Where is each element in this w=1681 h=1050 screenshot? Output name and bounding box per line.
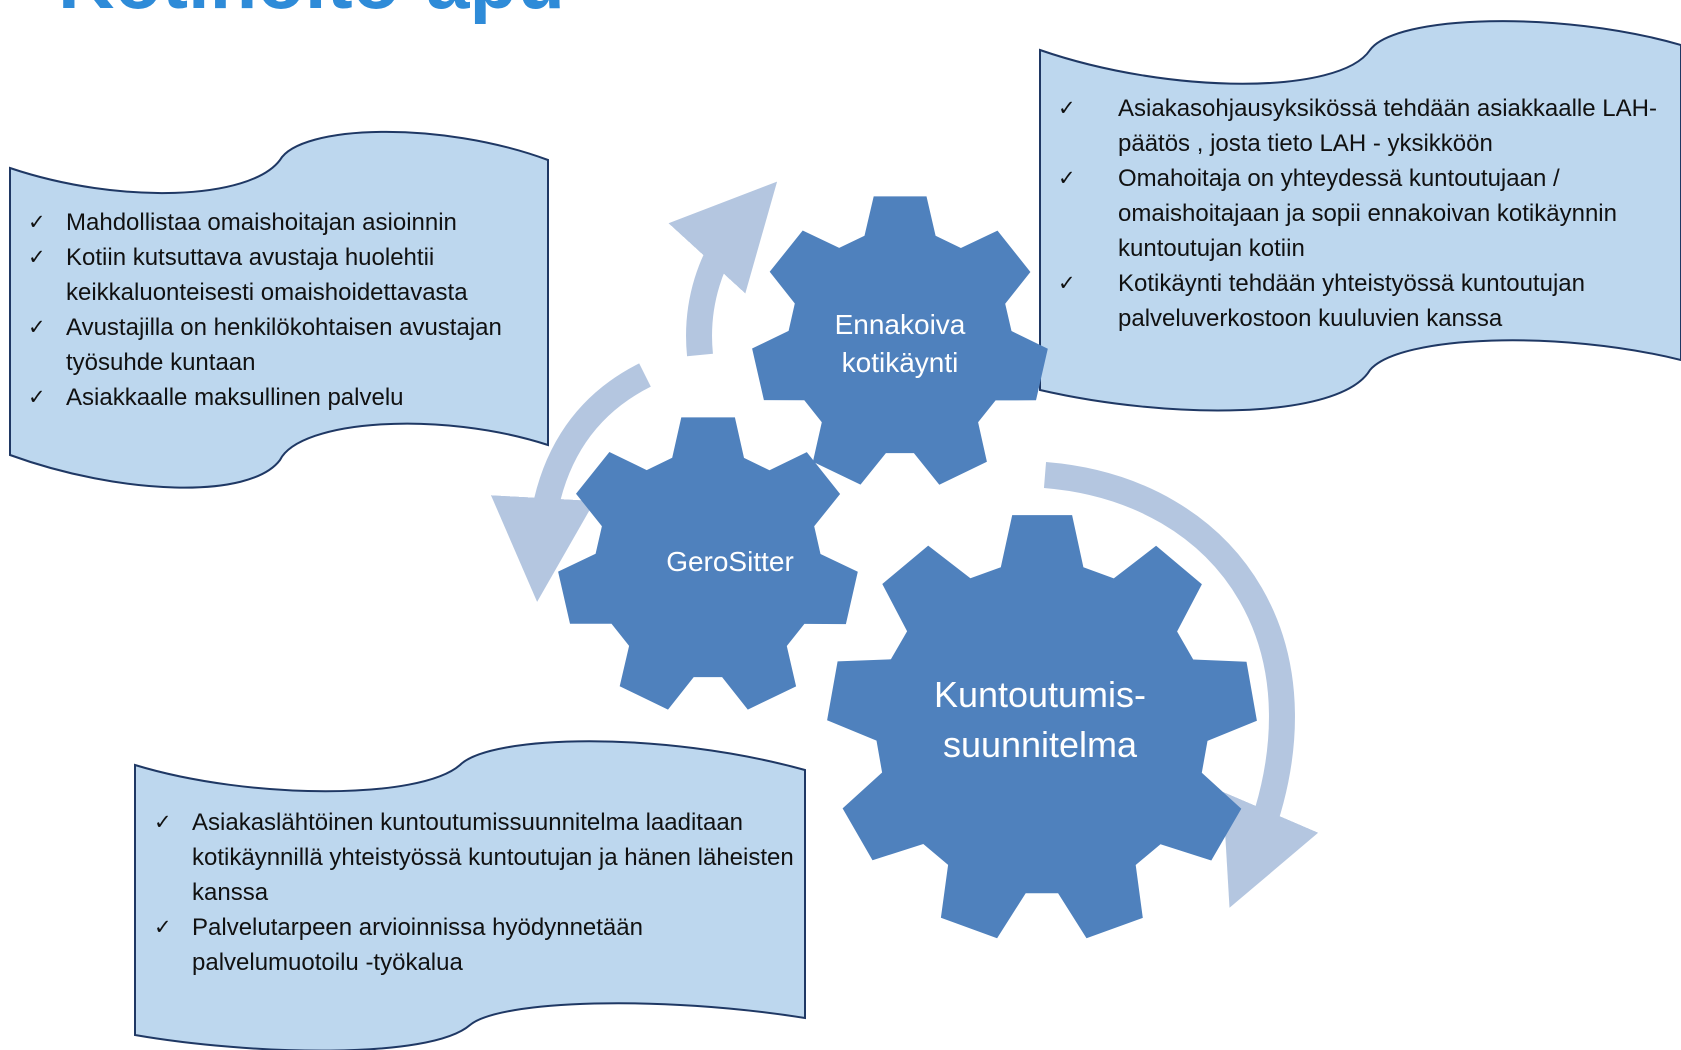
- note-bottom: ✓Asiakaslähtöinen kuntoutumissuunnitelma…: [154, 805, 794, 980]
- note-item: ✓Asiakkaalle maksullinen palvelu: [28, 380, 548, 415]
- cycle-arrow-left: [490, 363, 651, 602]
- check-icon: ✓: [1058, 166, 1076, 190]
- check-icon: ✓: [28, 210, 46, 234]
- check-icon: ✓: [1058, 96, 1076, 120]
- page-title: Kotihoito-apu: [58, 0, 565, 20]
- gear-label-kuntoutumis: Kuntoutumis- suunnitelma: [933, 674, 1147, 765]
- gear-ennakoiva: [752, 196, 1048, 485]
- gear-gerositter: [558, 417, 858, 710]
- scroll-banner-left: [9, 130, 549, 489]
- note-item: ✓Omahoitaja on yhteydessä kuntoutujaan /…: [1058, 161, 1658, 266]
- gear-label-gerositter: GeroSitter: [666, 546, 794, 577]
- check-icon: ✓: [154, 810, 172, 834]
- note-item: ✓Mahdollistaa omaishoitajan asioinnin: [28, 205, 548, 240]
- note-item: ✓Asiakaslähtöinen kuntoutumissuunnitelma…: [154, 805, 794, 910]
- note-item: ✓Kotiin kutsuttava avustaja huolehtii ke…: [28, 240, 548, 310]
- check-icon: ✓: [28, 245, 46, 269]
- note-item: ✓Asiakasohjausyksikössä tehdään asiakkaa…: [1058, 91, 1658, 161]
- scroll-banner-right: [1039, 20, 1681, 412]
- note-left: ✓Mahdollistaa omaishoitajan asioinnin ✓K…: [28, 205, 548, 415]
- note-item: ✓Avustajilla on henkilökohtaisen avustaj…: [28, 310, 548, 380]
- note-item: ✓Kotikäynti tehdään yhteistyössä kuntout…: [1058, 266, 1658, 336]
- check-icon: ✓: [1058, 271, 1076, 295]
- note-right: ✓Asiakasohjausyksikössä tehdään asiakkaa…: [1058, 91, 1658, 336]
- gear-kuntoutumis: [827, 515, 1257, 939]
- check-icon: ✓: [154, 915, 172, 939]
- cycle-arrow-top: [668, 181, 778, 357]
- note-item: ✓Palvelutarpeen arvioinnissa hyödynnetää…: [154, 910, 794, 980]
- gear-label-ennakoiva: Ennakoiva kotikäynti: [834, 309, 966, 378]
- cycle-arrow-right: [1043, 462, 1319, 908]
- check-icon: ✓: [28, 385, 46, 409]
- check-icon: ✓: [28, 315, 46, 339]
- scroll-banner-bottom: [134, 740, 806, 1050]
